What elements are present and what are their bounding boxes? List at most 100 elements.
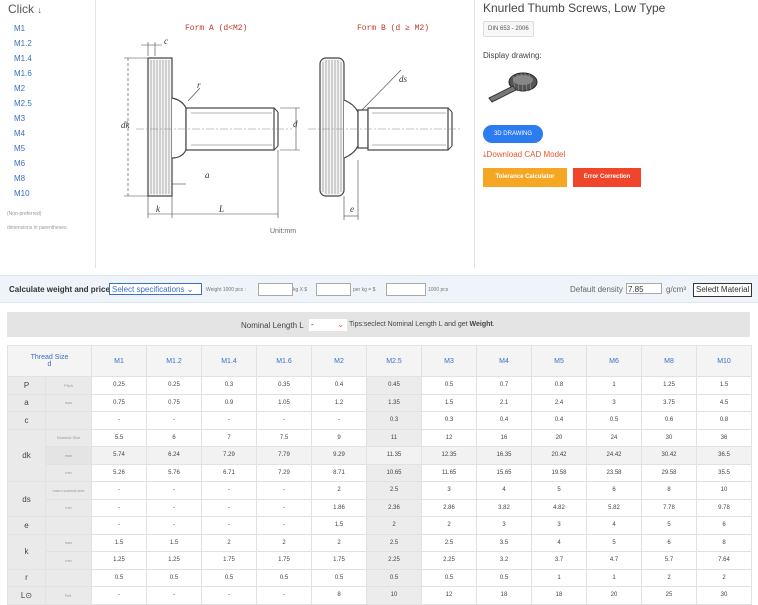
table-cell: 10 xyxy=(366,586,422,605)
size-item-m10[interactable]: M10 xyxy=(14,189,30,198)
price-input[interactable] xyxy=(316,283,351,296)
size-item-m1-2[interactable]: M1.2 xyxy=(14,39,32,48)
table-cell: 1.2 xyxy=(311,393,367,412)
table-cell: 2 xyxy=(256,533,312,552)
table-cell: 11 xyxy=(366,428,422,447)
table-cell: 25 xyxy=(641,586,697,605)
row-sublabel xyxy=(45,516,92,535)
table-cell: 4.7 xyxy=(586,551,642,570)
table-cell: 12 xyxy=(421,428,477,447)
download-cad-link[interactable]: ⤓Download CAD Model xyxy=(483,150,566,159)
size-item-m3[interactable]: M3 xyxy=(14,114,26,123)
table-cell: - xyxy=(256,498,312,517)
table-cell: 4.5 xyxy=(696,393,752,412)
table-cell: 0.5 xyxy=(91,568,147,587)
knurled-screw-thumbnail-icon xyxy=(488,72,538,103)
table-cell: 4 xyxy=(586,516,642,535)
error-correction-button[interactable]: Error Correction xyxy=(573,168,641,187)
display-drawing-label: Display drawing: xyxy=(483,51,542,60)
table-cell: 9 xyxy=(311,428,367,447)
table-cell: 20 xyxy=(531,428,587,447)
nominal-tips: Tips:seclect Nominal Length L and get We… xyxy=(349,321,495,328)
column-header-m2[interactable]: M2 xyxy=(311,345,367,377)
column-header-m8[interactable]: M8 xyxy=(641,345,697,377)
table-cell: - xyxy=(201,411,257,430)
table-cell: 1.25 xyxy=(641,376,697,395)
table-cell: 12 xyxy=(421,586,477,605)
table-cell: 0.5 xyxy=(586,411,642,430)
table-cell: 15.65 xyxy=(476,463,532,482)
column-header-m6[interactable]: M6 xyxy=(586,345,642,377)
density-input[interactable]: 7.85 xyxy=(626,283,662,294)
table-cell: 4.82 xyxy=(531,498,587,517)
table-cell: - xyxy=(91,498,147,517)
weight-input[interactable] xyxy=(258,283,293,296)
unit-label: Unit:mm xyxy=(270,228,296,235)
size-item-m5[interactable]: M5 xyxy=(14,144,26,153)
form-a-dimensions xyxy=(124,42,300,218)
table-cell: - xyxy=(256,481,312,500)
dim-ds-label: ds xyxy=(399,74,408,84)
table-cell: - xyxy=(91,481,147,500)
3d-drawing-button[interactable]: 3D DRAWING xyxy=(483,125,543,143)
table-cell: 6 xyxy=(696,516,752,535)
table-cell: - xyxy=(91,516,147,535)
column-header-m1-6[interactable]: M1.6 xyxy=(256,345,312,377)
dim-d-label: d xyxy=(293,119,298,129)
column-header-m5[interactable]: M5 xyxy=(531,345,587,377)
size-item-m2-5[interactable]: M2.5 xyxy=(14,99,32,108)
arrow-down-icon: ↓ xyxy=(37,5,42,15)
table-cell: 1.5 xyxy=(696,376,752,395)
row-label: e xyxy=(7,516,46,535)
table-cell: - xyxy=(146,481,202,500)
column-header-m4[interactable]: M4 xyxy=(476,345,532,377)
size-item-m1-6[interactable]: M1.6 xyxy=(14,69,32,78)
size-item-m2[interactable]: M2 xyxy=(14,84,26,93)
table-cell: 1.86 xyxy=(311,498,367,517)
table-cell: 0.5 xyxy=(311,568,367,587)
table-cell: 0.75 xyxy=(146,393,202,412)
table-cell: 2.25 xyxy=(366,551,422,570)
table-cell: 6.24 xyxy=(146,446,202,465)
size-item-m6[interactable]: M6 xyxy=(14,159,26,168)
select-specifications-dropdown[interactable]: Select specifications ⌄ xyxy=(109,283,202,295)
table-cell: 29.58 xyxy=(641,463,697,482)
column-header-m2-5[interactable]: M2.5 xyxy=(366,345,422,377)
column-header-m1-2[interactable]: M1.2 xyxy=(146,345,202,377)
table-cell: 1.05 xyxy=(256,393,312,412)
column-header-m10[interactable]: M10 xyxy=(696,345,752,377)
column-header-m1-4[interactable]: M1.4 xyxy=(201,345,257,377)
table-cell: 3.82 xyxy=(476,498,532,517)
table-cell: 5.26 xyxy=(91,463,147,482)
column-header-m1[interactable]: M1 xyxy=(91,345,147,377)
table-cell: 0.3 xyxy=(366,411,422,430)
table-cell: 1.75 xyxy=(201,551,257,570)
size-item-m1[interactable]: M1 xyxy=(14,24,26,33)
row-sublabel: Pitch xyxy=(45,376,92,395)
size-item-m1-4[interactable]: M1.4 xyxy=(14,54,32,63)
table-cell: 23.58 xyxy=(586,463,642,482)
dim-c-label: c xyxy=(164,36,168,46)
dim-r-label: r xyxy=(197,80,201,90)
size-item-m8[interactable]: M8 xyxy=(14,174,26,183)
table-cell: 0.5 xyxy=(366,568,422,587)
thumbnail-drawing[interactable] xyxy=(483,68,543,115)
select-material-button[interactable]: Seledt Material xyxy=(693,283,753,297)
table-cell: 0.3 xyxy=(201,376,257,395)
row-label: P xyxy=(7,376,46,395)
table-cell: 20 xyxy=(586,586,642,605)
table-cell: 8 xyxy=(311,586,367,605)
column-header-m3[interactable]: M3 xyxy=(421,345,477,377)
size-item-m4[interactable]: M4 xyxy=(14,129,26,138)
table-cell: 5.82 xyxy=(586,498,642,517)
nominal-length-select[interactable]: - ⌄ xyxy=(309,319,347,331)
total-input[interactable] xyxy=(386,283,426,296)
tolerance-calculator-button[interactable]: Tolerance Calculator xyxy=(483,168,567,187)
table-cell: 0.5 xyxy=(201,568,257,587)
dimension-table-wrap: Nominal Length L - ⌄ Tips:seclect Nomina… xyxy=(7,312,752,605)
